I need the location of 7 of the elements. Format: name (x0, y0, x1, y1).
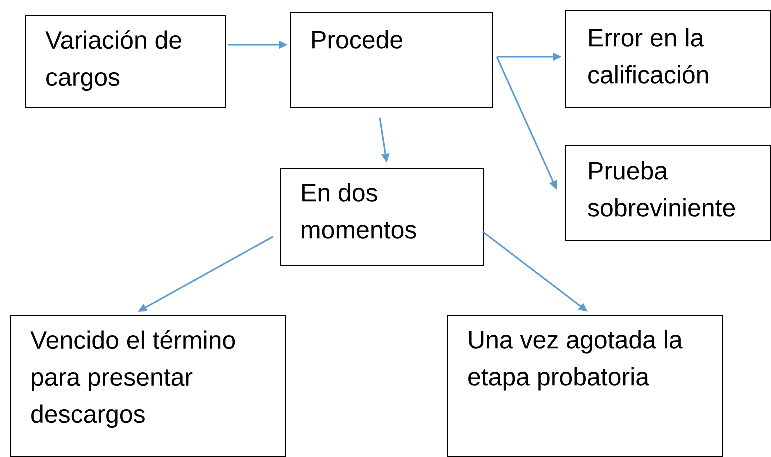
text-box: Prueba sobreviniente (565, 145, 771, 241)
text-box: En dos momentos (280, 168, 484, 266)
text-box: Vencido el término para presentar descargos (10, 315, 286, 457)
text-box: Error en la calificación (565, 10, 771, 108)
text-box: Variación de cargos (25, 15, 226, 108)
text-box: Una vez agotada la etapa probatoria (447, 315, 723, 457)
text-box: Procede (290, 12, 493, 108)
